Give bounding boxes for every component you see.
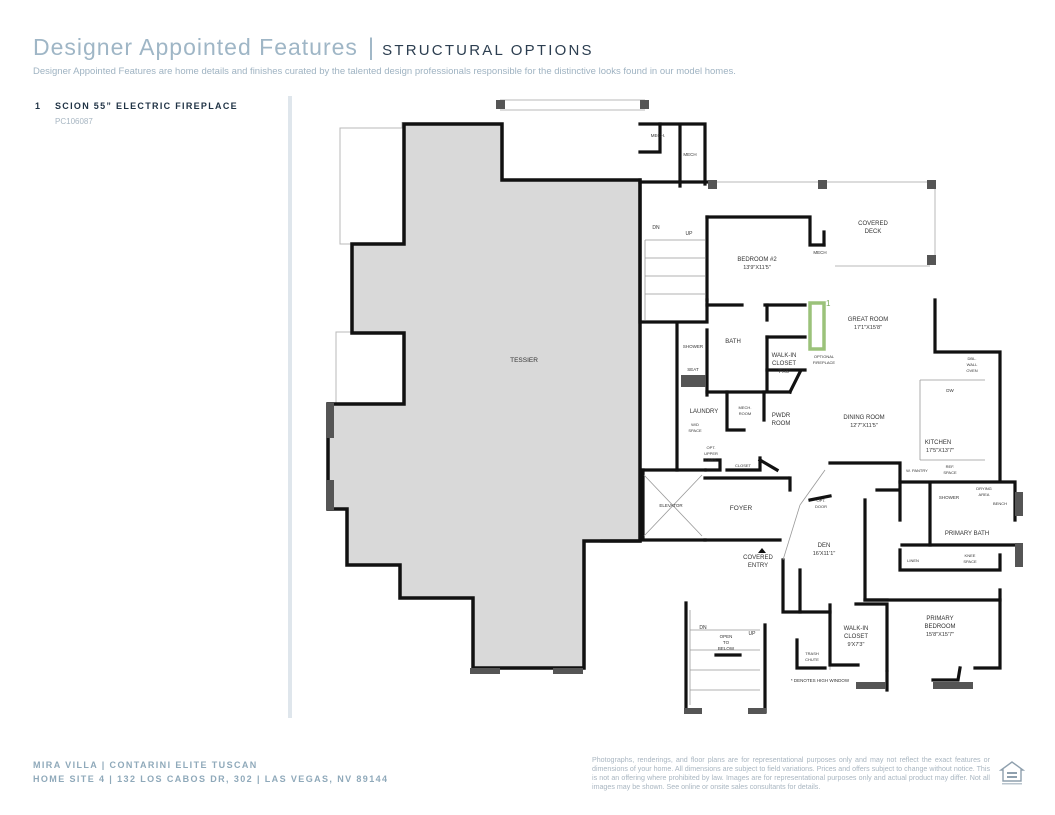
label-dn-2: DN bbox=[699, 625, 707, 631]
thin-lines bbox=[643, 239, 985, 705]
label-primary-bedroom-dim: 15'8"X15'7" bbox=[926, 632, 954, 638]
page-description: Designer Appointed Features are home det… bbox=[33, 66, 736, 77]
label-great-room-dim: 17'1"X15'8" bbox=[854, 325, 882, 331]
entry-arrow-icon bbox=[758, 548, 766, 553]
label-den-dim: 16'X11'1" bbox=[813, 551, 836, 557]
label-up-1: UP bbox=[686, 231, 694, 237]
label-refr-2: SPACE bbox=[943, 470, 957, 475]
label-open-below-3: BELOW bbox=[718, 646, 735, 651]
label-bench: BENCH bbox=[993, 501, 1007, 506]
community-line: MIRA VILLA | CONTARINI ELITE TUSCAN bbox=[33, 760, 258, 770]
label-trash-2: CHUTE bbox=[805, 657, 819, 662]
label-opt-fireplace-2: FIREPLACE bbox=[813, 360, 836, 365]
label-elevator: ELEVATOR bbox=[659, 503, 683, 508]
optional-fireplace-highlight bbox=[808, 301, 826, 351]
page-title: Designer Appointed Features bbox=[33, 34, 358, 60]
label-knee-1: KNEE bbox=[965, 553, 976, 558]
label-opt-door-2: DOOR bbox=[815, 504, 827, 509]
label-mech-3: MECH bbox=[813, 250, 826, 255]
page-header: Designer Appointed Features | STRUCTURAL… bbox=[33, 34, 594, 62]
label-walkin-1-dim: 7'X6' bbox=[778, 369, 790, 375]
label-up-2: UP bbox=[749, 631, 757, 637]
label-bedroom-2: BEDROOM #2 bbox=[737, 257, 777, 263]
label-covered-deck-2: DECK bbox=[865, 229, 882, 235]
feature-number: 1 bbox=[35, 101, 42, 111]
floor-plan: 1 TESSIER MECH. MECH COVERED DECK DN UP … bbox=[326, 99, 1023, 714]
label-opt-upper-3: CABS. bbox=[705, 457, 717, 462]
label-kitchen-dim: 17'5"X13'7" bbox=[926, 448, 954, 454]
label-dbl-oven-2: WALL bbox=[967, 362, 979, 367]
label-walkin-1b: CLOSET bbox=[772, 361, 796, 367]
label-wd-2: SPACE bbox=[688, 428, 702, 433]
label-trash-1: TRASH bbox=[805, 651, 819, 656]
page-subtitle: STRUCTURAL OPTIONS bbox=[382, 42, 594, 59]
title-separator: | bbox=[367, 34, 375, 61]
feature-name: SCION 55” ELECTRIC FIREPLACE bbox=[55, 101, 238, 111]
label-closet: CLOSET bbox=[735, 463, 752, 468]
label-walkin-2b: CLOSET bbox=[844, 634, 868, 640]
room-labels: TESSIER MECH. MECH COVERED DECK DN UP BE… bbox=[510, 133, 1007, 683]
tessier-area bbox=[326, 122, 642, 670]
label-mech-room-2: ROOM bbox=[739, 411, 751, 416]
label-opt-upper-2: UPPER bbox=[704, 451, 718, 456]
equal-housing-icon bbox=[999, 761, 1025, 785]
label-pantry: W. PANTRY bbox=[906, 468, 928, 473]
label-mech-1: MECH. bbox=[651, 133, 666, 138]
label-drying-1: DRYING bbox=[976, 486, 991, 491]
label-covered-deck-1: COVERED bbox=[858, 221, 888, 227]
label-pwdr-1: PWDR bbox=[772, 413, 791, 419]
label-pwdr-2: ROOM bbox=[772, 421, 791, 427]
label-knee-2: SPACE bbox=[963, 559, 977, 564]
structural-posts bbox=[326, 100, 1023, 714]
label-mech-2: MECH bbox=[683, 152, 696, 157]
label-shower-1: SHOWER bbox=[683, 344, 704, 349]
label-mech-room-1: MECH. bbox=[739, 405, 752, 410]
walls bbox=[600, 122, 1017, 714]
label-linen: LINEN bbox=[907, 558, 919, 563]
label-tessier: TESSIER bbox=[510, 357, 538, 364]
feature-item-1: 1 SCION 55” ELECTRIC FIREPLACE bbox=[35, 101, 238, 111]
label-high-window: * DENOTES HIGH WINDOW bbox=[791, 678, 850, 683]
label-den: DEN bbox=[818, 543, 831, 549]
label-primary-bedroom-1: PRIMARY bbox=[926, 616, 953, 622]
label-drying-2: AREA bbox=[979, 492, 990, 497]
label-seat: SEAT bbox=[687, 367, 699, 372]
fireplace-marker: 1 bbox=[826, 299, 831, 308]
label-primary-bath: PRIMARY BATH bbox=[945, 531, 989, 537]
label-wd-1: W/D bbox=[691, 422, 699, 427]
label-great-room: GREAT ROOM bbox=[848, 317, 888, 323]
label-opt-door-1: OPT. bbox=[817, 498, 826, 503]
label-dining-dim: 12'7"X11'5" bbox=[850, 423, 878, 429]
label-walkin-1a: WALK-IN bbox=[772, 353, 797, 359]
label-open-below-2: TO bbox=[723, 640, 730, 645]
address-line: HOME SITE 4 | 132 LOS CABOS DR, 302 | LA… bbox=[33, 774, 389, 784]
label-foyer: FOYER bbox=[730, 505, 753, 512]
label-refr-1: REF. bbox=[946, 464, 955, 469]
label-bath: BATH bbox=[725, 339, 741, 345]
legal-disclaimer: Photographs, renderings, and floor plans… bbox=[592, 756, 990, 791]
label-opt-upper-1: OPT. bbox=[707, 445, 716, 450]
label-dw: DW bbox=[946, 388, 954, 393]
label-walkin-2-dim: 9'X7'3" bbox=[848, 642, 865, 648]
label-open-below-1: OPEN bbox=[720, 634, 733, 639]
label-bedroom-2-dim: 13'9"X11'5" bbox=[743, 265, 771, 271]
divider-bar bbox=[288, 96, 292, 718]
label-laundry: LAUNDRY bbox=[690, 409, 719, 415]
label-kitchen: KITCHEN bbox=[925, 440, 951, 446]
label-shower-2: SHOWER bbox=[939, 495, 960, 500]
feature-code: PC106087 bbox=[55, 117, 93, 126]
label-dn-1: DN bbox=[652, 225, 660, 231]
label-dbl-oven-3: OVEN bbox=[966, 368, 977, 373]
label-primary-bedroom-2: BEDROOM bbox=[924, 624, 955, 630]
label-dbl-oven-1: DBL. bbox=[968, 356, 977, 361]
label-opt-fireplace-1: OPTIONAL bbox=[814, 354, 835, 359]
label-walkin-2a: WALK-IN bbox=[844, 626, 869, 632]
label-covered-entry-1: COVERED bbox=[743, 555, 773, 561]
label-covered-entry-2: ENTRY bbox=[748, 563, 768, 569]
label-dining: DINING ROOM bbox=[843, 415, 884, 421]
